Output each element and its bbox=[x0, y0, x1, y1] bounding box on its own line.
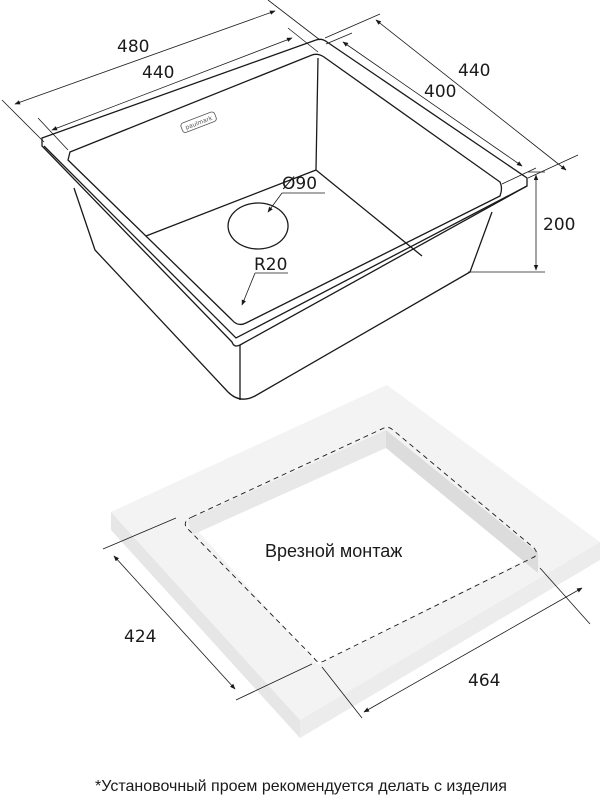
drain-hole bbox=[227, 202, 289, 250]
dim-cutout-depth: 424 bbox=[124, 627, 156, 647]
dim-outer-width: 480 bbox=[117, 37, 149, 57]
brand-logo: paulmark bbox=[180, 111, 217, 133]
sink-bowl-inner-edges bbox=[145, 57, 423, 257]
sink-body bbox=[73, 187, 493, 400]
dim-drain: Ø90 bbox=[282, 174, 317, 194]
cutout-outline bbox=[184, 426, 537, 663]
dim-inner-width: 440 bbox=[142, 63, 174, 83]
dim-cutout-width: 464 bbox=[468, 671, 500, 691]
hole-right-wall bbox=[386, 430, 538, 573]
dim-outer-depth: 440 bbox=[458, 61, 490, 81]
dim-inner-depth: 400 bbox=[424, 82, 456, 102]
cutout-label: Врезной монтаж bbox=[265, 541, 402, 561]
slab-front-side bbox=[300, 542, 600, 738]
dim-radius: R20 bbox=[254, 255, 287, 275]
dim-height: 200 bbox=[543, 215, 575, 235]
sink-rim-lower-edge bbox=[43, 145, 528, 339]
hole-back-wall bbox=[188, 430, 386, 535]
sink-dimension-lines bbox=[1, 0, 579, 306]
cutout-dimension-lines bbox=[102, 517, 591, 719]
sink-bowl-opening bbox=[67, 53, 503, 326]
countertop-slab bbox=[111, 385, 600, 738]
footnote: *Установочный проем рекомендуется делать… bbox=[95, 778, 507, 795]
